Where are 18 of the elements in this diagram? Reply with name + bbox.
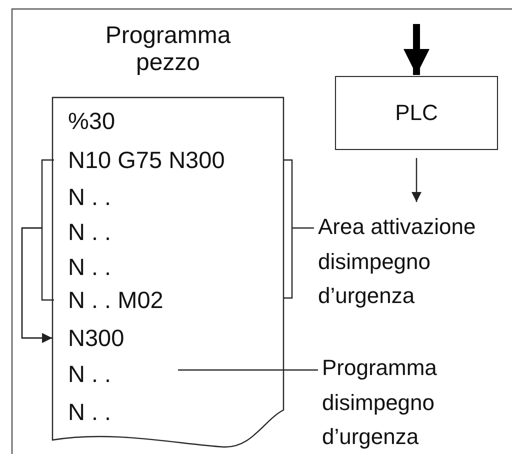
- callout-text: Programma disimpegno d’urgenza: [322, 351, 492, 454]
- arrow: [404, 24, 430, 75]
- code-line: N . .: [54, 182, 124, 212]
- heading: Programma pezzo: [104, 22, 232, 76]
- code-line: %30: [54, 106, 124, 136]
- code-line: N . .: [54, 252, 124, 282]
- code-line: N . .: [54, 217, 124, 247]
- code-line: N . . M02: [54, 285, 204, 315]
- arrow: [21, 227, 54, 343]
- code-line: N . .: [54, 359, 124, 389]
- arrow: [412, 158, 422, 202]
- callout-text: Area attivazione disimpegno d’urgenza: [318, 210, 512, 314]
- leader-line: [178, 369, 318, 371]
- leader-line: [292, 227, 314, 229]
- process-box: PLC: [335, 76, 498, 150]
- code-line: N300: [54, 323, 134, 353]
- code-line: N10 G75 N300: [54, 145, 264, 175]
- code-line: N . .: [54, 397, 124, 427]
